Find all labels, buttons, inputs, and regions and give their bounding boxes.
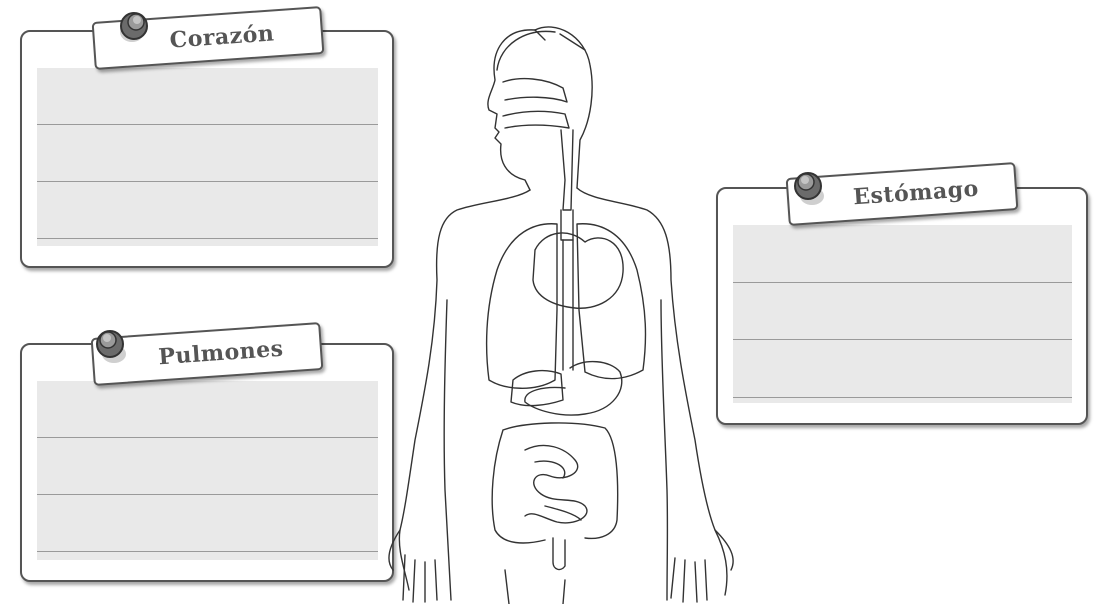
rectum: [553, 538, 565, 569]
large-intestine: [492, 423, 617, 543]
pushpin-icon: [110, 4, 156, 50]
right-inner-arm: [661, 300, 667, 600]
label-heart: Corazón: [141, 20, 275, 55]
answer-card-stomach: [716, 187, 1088, 425]
right-torso-outline: [577, 188, 727, 595]
left-torso-outline: [399, 190, 530, 590]
writing-line: [37, 437, 378, 438]
writing-line: [37, 124, 378, 125]
trachea: [561, 210, 573, 240]
writing-line: [733, 282, 1072, 283]
writing-line: [37, 551, 378, 552]
oral-cavity: [503, 111, 569, 128]
left-inner-arm: [444, 300, 451, 600]
throat: [561, 130, 573, 210]
nasal-cavity: [503, 79, 567, 102]
label-stomach: Estómago: [824, 176, 979, 213]
writing-line: [37, 181, 378, 182]
answer-card-heart: [20, 30, 394, 268]
writing-area-heart[interactable]: [37, 68, 378, 246]
right-lung: [577, 224, 645, 379]
pushpin-icon: [786, 164, 832, 210]
writing-line: [733, 339, 1072, 340]
legs: [505, 570, 565, 604]
left-hand: [389, 530, 437, 602]
right-hand: [671, 530, 733, 602]
writing-line: [37, 494, 378, 495]
left-lung: [487, 224, 557, 389]
writing-area-lungs[interactable]: [37, 381, 378, 560]
answer-card-lungs: [20, 343, 394, 582]
esophagus: [563, 240, 573, 370]
human-body-organs-illustration: [385, 10, 745, 604]
writing-line: [37, 238, 378, 239]
small-intestine: [525, 445, 587, 522]
pushpin-icon: [86, 322, 132, 368]
writing-area-stomach[interactable]: [733, 225, 1072, 403]
label-lungs: Pulmones: [130, 336, 285, 373]
writing-line: [733, 397, 1072, 398]
head-outline: [488, 30, 535, 190]
